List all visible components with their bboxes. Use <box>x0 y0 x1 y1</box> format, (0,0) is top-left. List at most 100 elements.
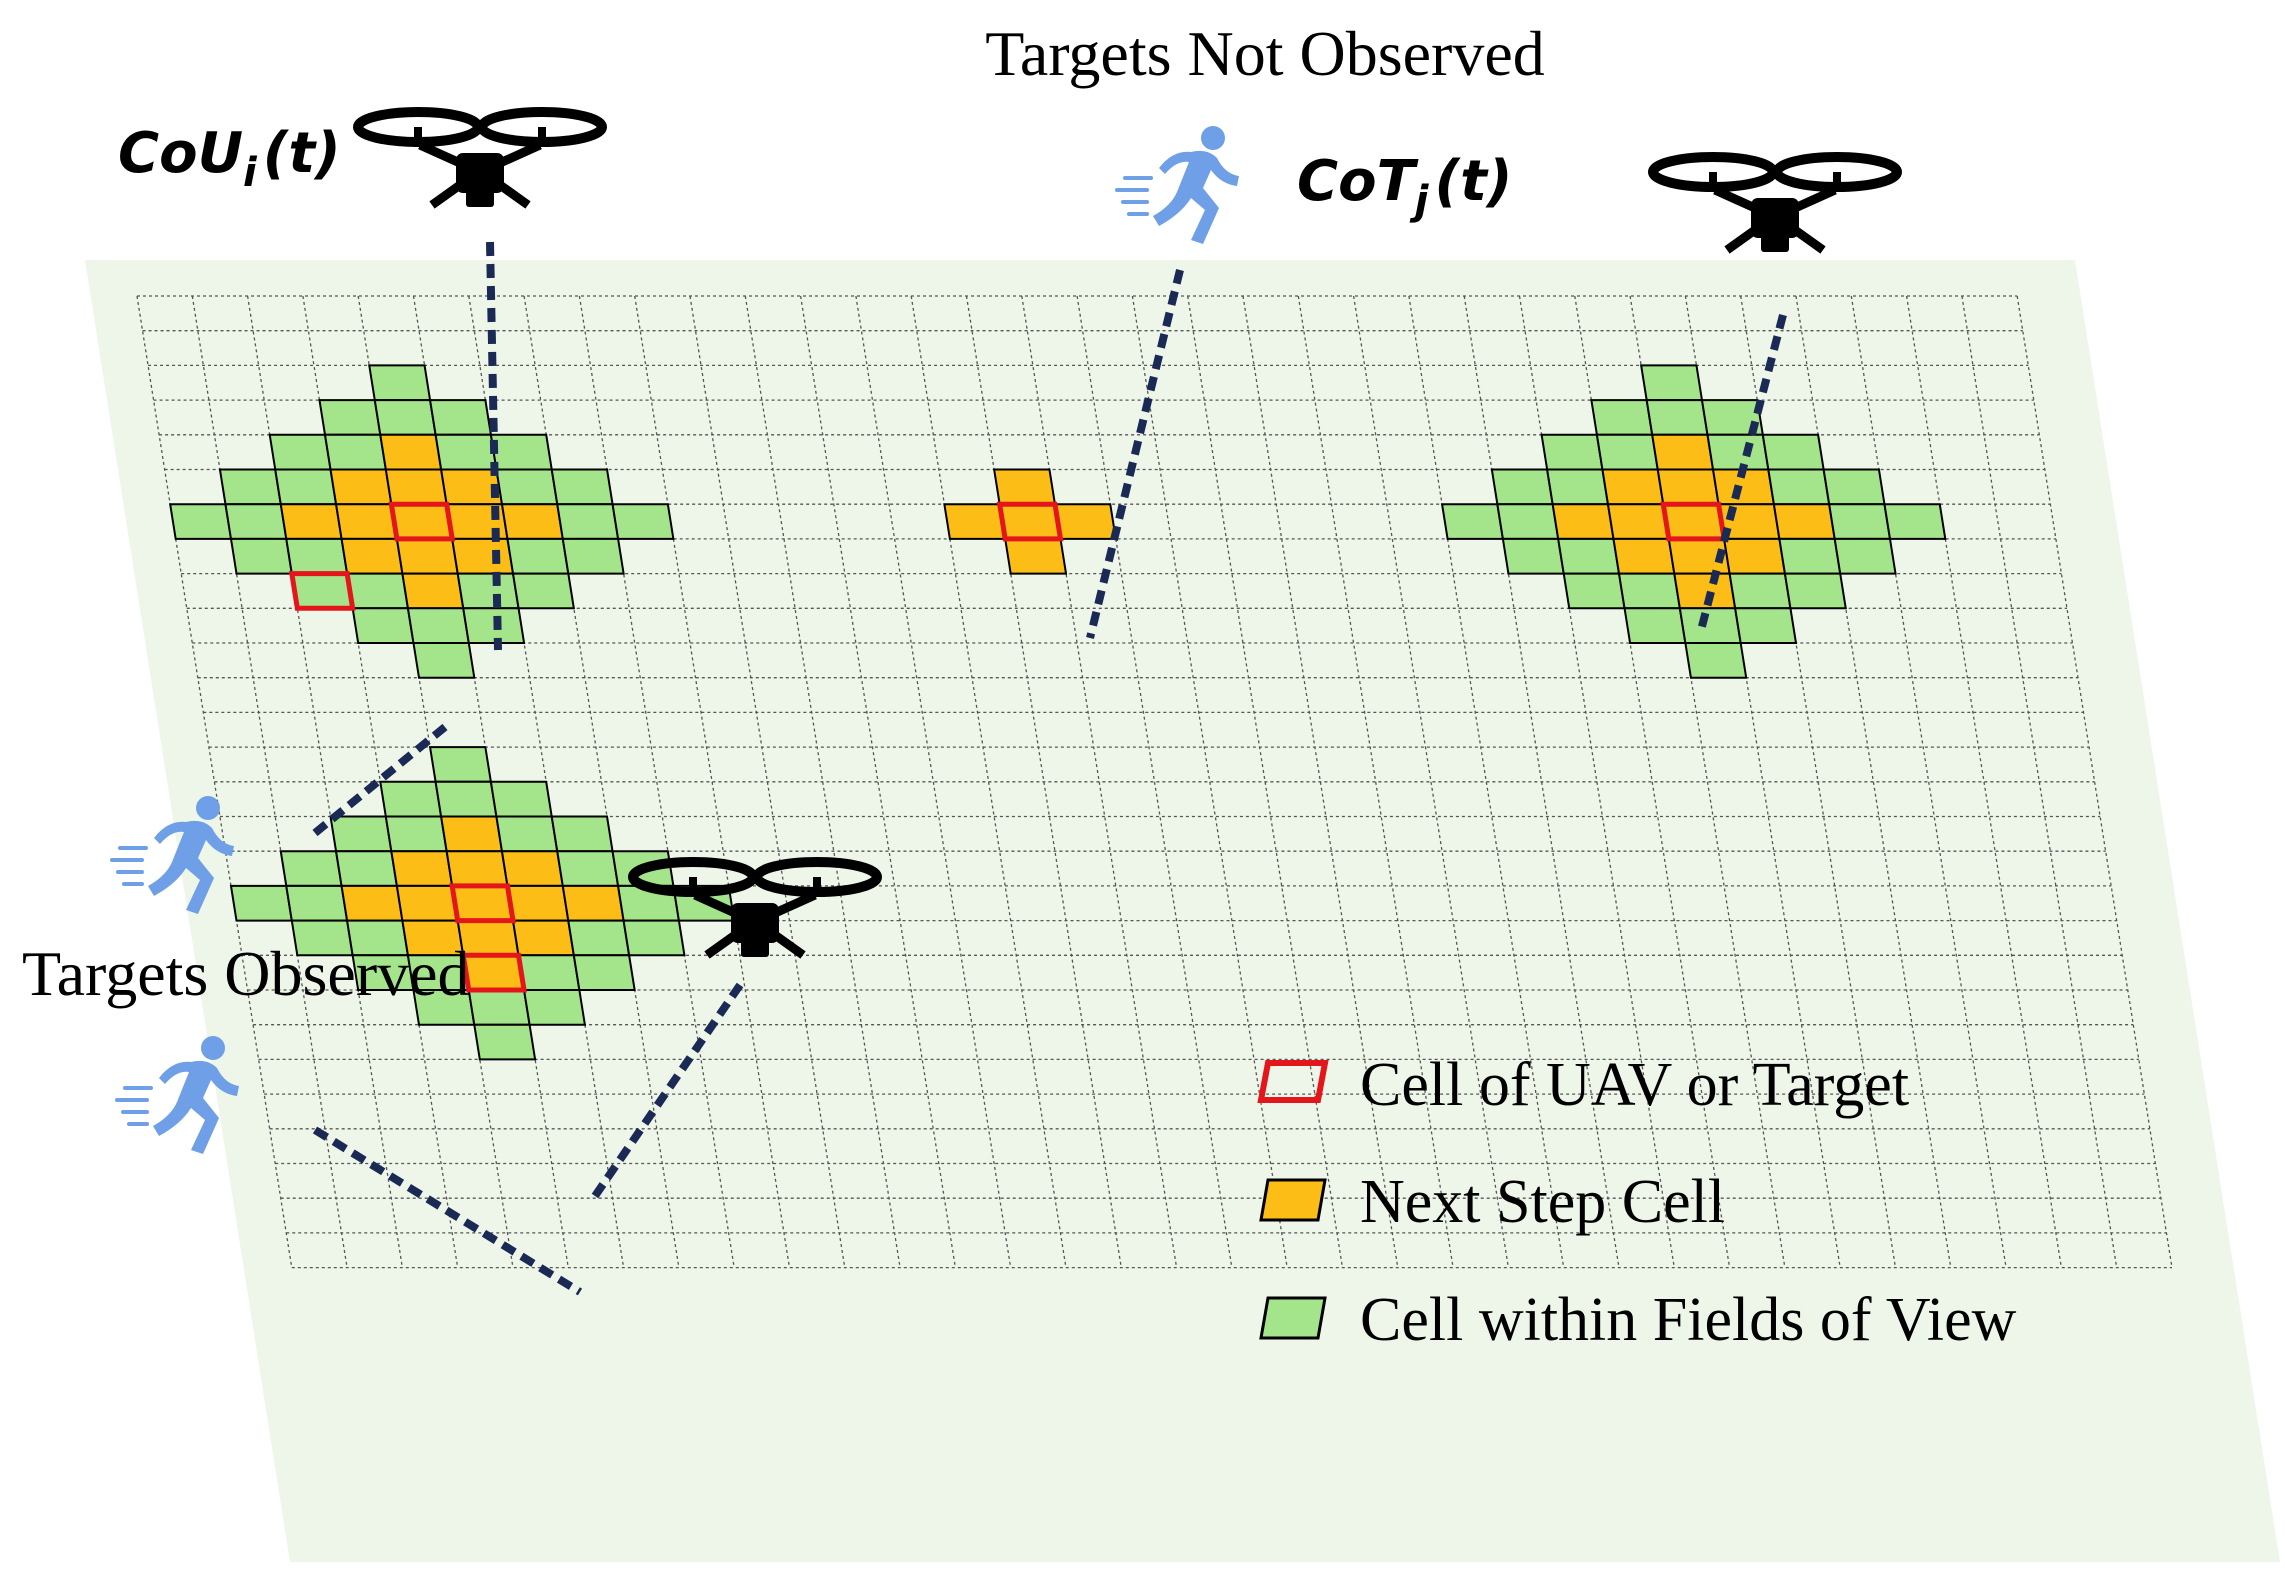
fov-cell <box>495 815 559 853</box>
fov-cell <box>556 503 620 540</box>
next-step-cell <box>1606 503 1670 540</box>
next-step-cell <box>450 884 515 922</box>
line-uav2 <box>1696 313 1787 636</box>
fov-cell <box>290 572 354 610</box>
fov-cell <box>1639 364 1704 402</box>
fov-cell <box>345 572 410 610</box>
fov-cell <box>1623 607 1687 644</box>
fov-cell <box>351 607 415 644</box>
legend-swatch-fov <box>1259 1296 1327 1340</box>
legend-label-next: Next Step Cell <box>1360 1168 1725 1236</box>
fov-cell <box>1827 503 1892 540</box>
fov-cell <box>434 433 498 471</box>
fov-cell <box>318 399 382 436</box>
drone-icon <box>358 112 602 207</box>
fov-cell <box>611 503 675 540</box>
targets-not-observed-label: Targets Not Observed <box>985 18 1545 89</box>
fov-cell <box>285 537 349 575</box>
fov-cell <box>1761 433 1825 471</box>
next-step-cell <box>1722 537 1787 575</box>
current-cell <box>388 501 456 542</box>
next-step-cell <box>506 884 570 922</box>
next-step-cell <box>401 572 465 610</box>
fov-cell <box>428 399 493 436</box>
next-step-cell <box>943 503 1007 540</box>
legend-label-fov: Cell within Fields of View <box>1360 1286 2017 1354</box>
fov-cell <box>1540 433 1604 471</box>
fov-cell <box>1678 607 1742 644</box>
running-person-icon <box>1115 126 1239 244</box>
fov-cell <box>550 815 614 853</box>
line-uav1 <box>486 241 502 651</box>
fov-cell <box>1617 572 1682 610</box>
next-step-cell <box>561 884 625 922</box>
fov-cell <box>561 537 625 575</box>
fov-cell <box>279 850 343 887</box>
fov-cell <box>1706 433 1770 471</box>
fov-cell <box>224 503 288 540</box>
fov-cell <box>1822 468 1886 506</box>
fov-cell <box>550 468 614 506</box>
fov-cell <box>1557 537 1621 575</box>
fov-cell <box>323 433 388 471</box>
fov-cell <box>373 399 437 436</box>
line-observed1 <box>312 723 448 837</box>
line-target1 <box>1086 269 1184 639</box>
next-step-cell <box>1053 503 1117 540</box>
fov-cell <box>1595 433 1659 471</box>
fov-cell <box>517 954 581 991</box>
fov-cell <box>229 537 293 575</box>
next-step-cell <box>329 468 393 506</box>
next-step-cell <box>1662 503 1726 540</box>
fov-cell <box>511 572 576 610</box>
drone-icon <box>1653 157 1897 252</box>
fov-cell <box>368 364 432 402</box>
fov-cell <box>218 468 282 506</box>
fov-cell <box>1778 537 1842 575</box>
fov-cell <box>1562 572 1626 610</box>
fov-cell <box>556 850 620 887</box>
fov-cell <box>489 780 553 818</box>
next-step-cell <box>1772 503 1836 540</box>
fov-cell <box>268 433 332 471</box>
next-step-cell <box>340 537 404 575</box>
fov-cell <box>1684 642 1748 679</box>
fov-cell <box>334 850 399 887</box>
fov-cell <box>1645 399 1709 436</box>
next-step-cell <box>340 884 404 922</box>
fov-cell <box>522 989 587 1026</box>
next-step-cell <box>451 537 515 575</box>
fov-cell <box>1490 468 1554 506</box>
fov-cell <box>1496 503 1560 540</box>
current-cell <box>288 571 356 611</box>
next-step-cell <box>395 884 459 922</box>
fov-cell <box>1728 572 1792 610</box>
targets-observed-label: Targets Observed <box>22 938 470 1009</box>
current-cell <box>996 501 1064 542</box>
fov-cell <box>274 468 338 506</box>
fov-cell <box>495 468 559 506</box>
next-step-cell <box>379 433 443 471</box>
fov-cell <box>168 503 233 540</box>
next-step-cell <box>500 850 564 887</box>
fov-cell <box>384 815 448 853</box>
fov-cell <box>456 572 520 610</box>
next-step-cell <box>1551 503 1615 540</box>
target-center-label: CoTj(t) <box>1297 149 1512 224</box>
fov-cell <box>572 954 636 991</box>
next-step-cell <box>1004 537 1068 575</box>
uav-center-label: CoUi(t) <box>118 121 341 196</box>
fov-cell <box>622 919 686 957</box>
next-step-cell <box>1601 468 1665 506</box>
current-cell <box>449 883 516 924</box>
fov-cell <box>506 537 570 575</box>
fov-cell <box>489 433 553 471</box>
legend-swatch-current <box>1257 1060 1329 1103</box>
fov-cell <box>1545 468 1610 506</box>
fov-cell <box>406 607 470 644</box>
current-cell <box>460 952 527 993</box>
fov-cell <box>229 884 293 922</box>
legend: Cell of UAV or Target Next Step Cell Cel… <box>1257 1051 2017 1354</box>
fov-cell <box>329 815 393 853</box>
